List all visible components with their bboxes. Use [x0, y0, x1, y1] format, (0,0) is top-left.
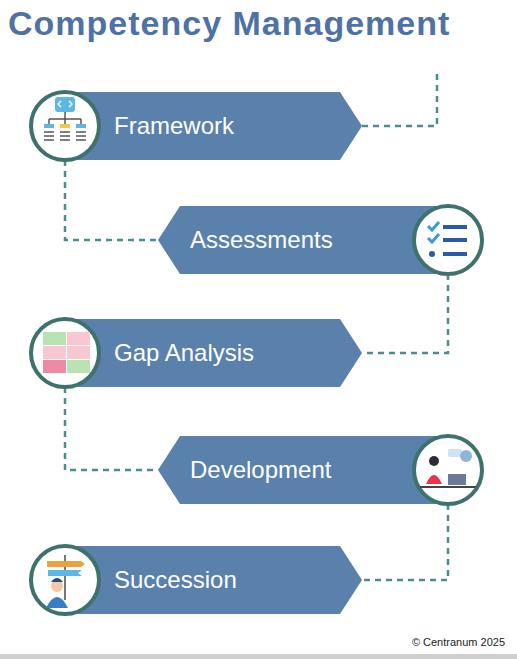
banner-label: Assessments [190, 227, 333, 253]
lead-line [362, 70, 437, 126]
banner-fill [158, 206, 448, 274]
dashed-connector [65, 160, 158, 240]
banner-label: Succession [114, 567, 237, 593]
banner-node: Gap Analysis [30, 319, 362, 387]
copyright-note: © Centranum 2025 [412, 636, 505, 648]
footer-bar [0, 654, 517, 659]
diagram-title: Competency Management [8, 4, 450, 43]
banner-fill [158, 436, 448, 504]
dashed-connector [65, 387, 158, 470]
banner-node: Development [158, 436, 484, 504]
banner-node: Succession [30, 546, 362, 614]
dashed-connector [362, 274, 448, 353]
banner-fill [60, 546, 362, 614]
banner-node: Framework [30, 92, 362, 160]
banner-label: Framework [114, 113, 234, 139]
banner-label: Gap Analysis [114, 340, 254, 366]
banner-fill [60, 319, 362, 387]
banner-label: Development [190, 457, 331, 483]
banner-node: Assessments [158, 206, 484, 274]
banner-fill [60, 92, 362, 160]
dashed-connector [362, 504, 448, 580]
